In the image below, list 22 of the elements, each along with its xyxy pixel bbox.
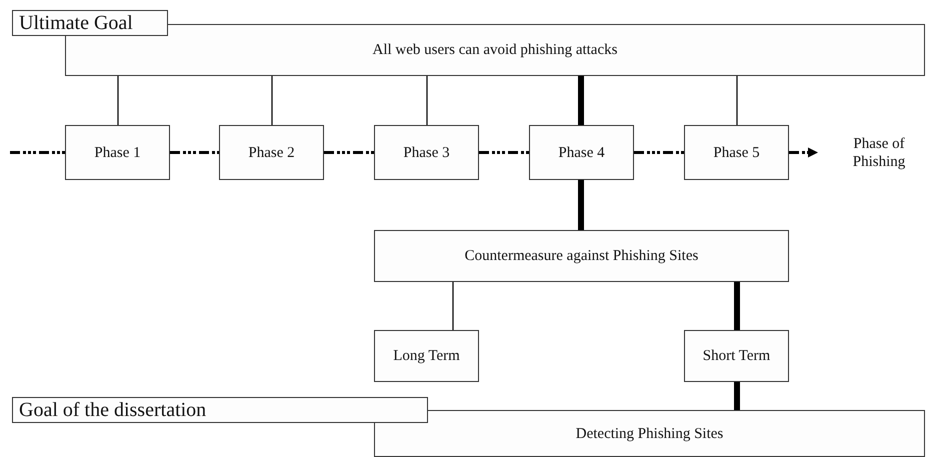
process-box: Detecting Phishing Sites <box>374 410 925 457</box>
connector-line <box>734 282 740 330</box>
connector-line <box>578 180 584 230</box>
process-box: Phase 3 <box>374 125 479 180</box>
axis-label: Phase of Phishing <box>832 132 926 174</box>
process-box: Phase 2 <box>219 125 324 180</box>
process-box: Long Term <box>374 330 479 382</box>
goal-tag: Goal of the dissertation <box>12 397 428 423</box>
goal-tag: Ultimate Goal <box>12 10 168 36</box>
process-box: Short Term <box>684 330 789 382</box>
connector-line <box>452 282 454 330</box>
process-box: Phase 5 <box>684 125 789 180</box>
chain-arrow <box>789 147 818 158</box>
connector-line <box>736 76 738 125</box>
connector-line <box>271 76 273 125</box>
process-box: Countermeasure against Phishing Sites <box>374 230 789 282</box>
connector-line <box>426 76 428 125</box>
connector-line <box>734 382 740 410</box>
process-box: Phase 4 <box>529 125 634 180</box>
connector-line <box>578 76 584 125</box>
connector-line <box>117 76 119 125</box>
process-box: Phase 1 <box>65 125 170 180</box>
